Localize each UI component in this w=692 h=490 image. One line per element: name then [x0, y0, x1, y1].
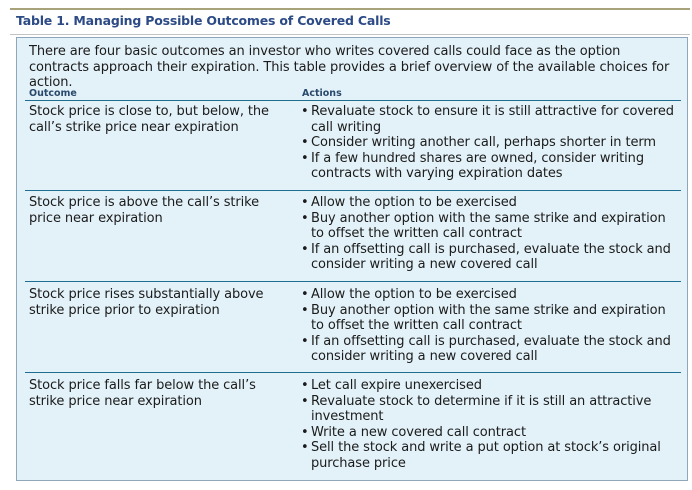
actions-list: Revaluate stock to ensure it is still at… — [301, 104, 681, 182]
header-rule — [25, 100, 681, 101]
actions-list: Let call expire unexercised Revaluate st… — [301, 378, 681, 471]
action-item: Allow the option to be exercised — [301, 195, 681, 211]
action-item: Allow the option to be exercised — [301, 287, 681, 303]
outcome-cell: Stock price rises substantially above st… — [29, 287, 264, 318]
action-item: Let call expire unexercised — [301, 378, 681, 394]
action-item: Revaluate stock to determine if it is st… — [301, 394, 681, 425]
action-item: Buy another option with the same strike … — [301, 211, 681, 242]
action-item: Consider writing another call, perhaps s… — [301, 135, 681, 151]
action-item: Revaluate stock to ensure it is still at… — [301, 104, 681, 135]
row-divider — [25, 281, 681, 282]
action-item: If an offsetting call is purchased, eval… — [301, 334, 681, 365]
outcome-cell: Stock price falls far below the call’s s… — [29, 378, 256, 409]
row-divider — [25, 372, 681, 373]
outcome-cell: Stock price is above the call’s strike p… — [29, 195, 260, 226]
action-item: Sell the stock and write a put option at… — [301, 440, 681, 471]
title-rule — [10, 34, 690, 35]
action-item: Write a new covered call contract — [301, 425, 681, 441]
top-rule — [10, 8, 690, 10]
table-panel: There are four basic outcomes an investo… — [16, 37, 688, 481]
actions-list: Allow the option to be exercised Buy ano… — [301, 287, 681, 365]
action-item: Buy another option with the same strike … — [301, 303, 681, 334]
table-intro: There are four basic outcomes an investo… — [29, 44, 670, 90]
action-item: If an offsetting call is purchased, eval… — [301, 242, 681, 273]
row-divider — [25, 190, 681, 191]
actions-list: Allow the option to be exercised Buy ano… — [301, 195, 681, 273]
column-header-actions: Actions — [302, 88, 342, 99]
table-title: Table 1. Managing Possible Outcomes of C… — [16, 13, 391, 28]
action-item: If a few hundred shares are owned, consi… — [301, 151, 681, 182]
outcome-cell: Stock price is close to, but below, the … — [29, 104, 269, 135]
column-header-outcome: Outcome — [29, 88, 77, 99]
